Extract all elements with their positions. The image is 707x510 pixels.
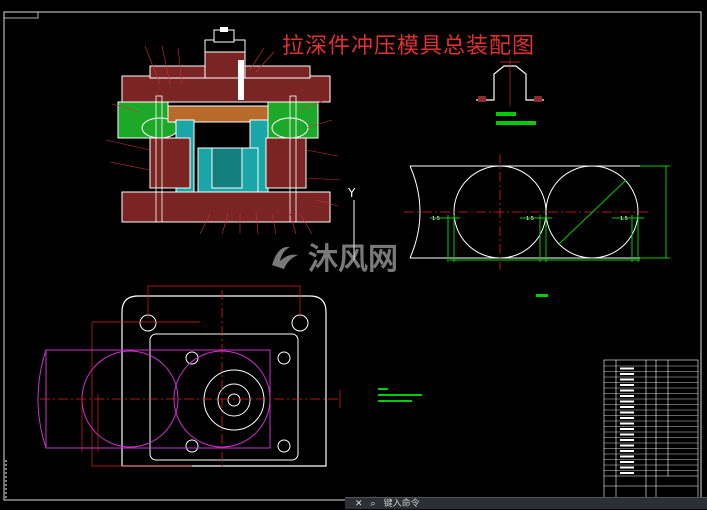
mufeng-logo-icon [272, 246, 298, 269]
bom-cell-text [620, 395, 634, 397]
command-input[interactable]: 键入命令 [383, 498, 420, 509]
bom-cell-text [620, 384, 634, 386]
bom-cell-text [620, 373, 634, 375]
watermark-text: 沐风网 [308, 242, 398, 277]
bom-cell-text [620, 389, 634, 392]
watermark: 沐风网 [268, 234, 398, 278]
strip-layout [404, 154, 670, 297]
strip-dim-label-3: 1.5 [620, 216, 628, 222]
search-icon[interactable]: ⌕ [370, 498, 376, 509]
bom-cell-text [620, 422, 634, 425]
bom-cell-text [620, 411, 634, 414]
bom-cell-text [620, 433, 634, 436]
plan-view [37, 285, 422, 470]
frame-corner-box [3, 11, 39, 19]
strip-dim-label-1: 1.5 [432, 216, 440, 222]
bom-cell-text [620, 439, 634, 441]
bom-cell-text [620, 400, 634, 403]
drawn-part-sketch [476, 58, 544, 125]
assembly-section-view [105, 27, 341, 235]
close-icon[interactable]: ✕ [355, 498, 363, 509]
bom-cell-text [620, 450, 634, 452]
bom-cell-text [620, 378, 634, 381]
drawing-title: 拉深件冲压模具总装配图 [282, 34, 536, 59]
title-block-bom [603, 359, 699, 499]
bom-cell-text [620, 472, 634, 474]
bom-cell-text [620, 466, 634, 469]
strip-dim-label-2: 1.5 [526, 216, 534, 222]
bom-cell-text [620, 406, 634, 408]
bom-cell-text [620, 444, 634, 447]
bom-rows [604, 365, 698, 474]
axis-y-label: Y [348, 186, 356, 200]
bom-cell-text [620, 417, 634, 419]
command-line-bar: ✕ ⌕ 键入命令 [345, 497, 707, 509]
bom-cell-text [620, 428, 634, 430]
bom-cell-text [620, 367, 634, 370]
bom-cell-text [620, 455, 634, 458]
bom-cell-text [620, 461, 634, 463]
